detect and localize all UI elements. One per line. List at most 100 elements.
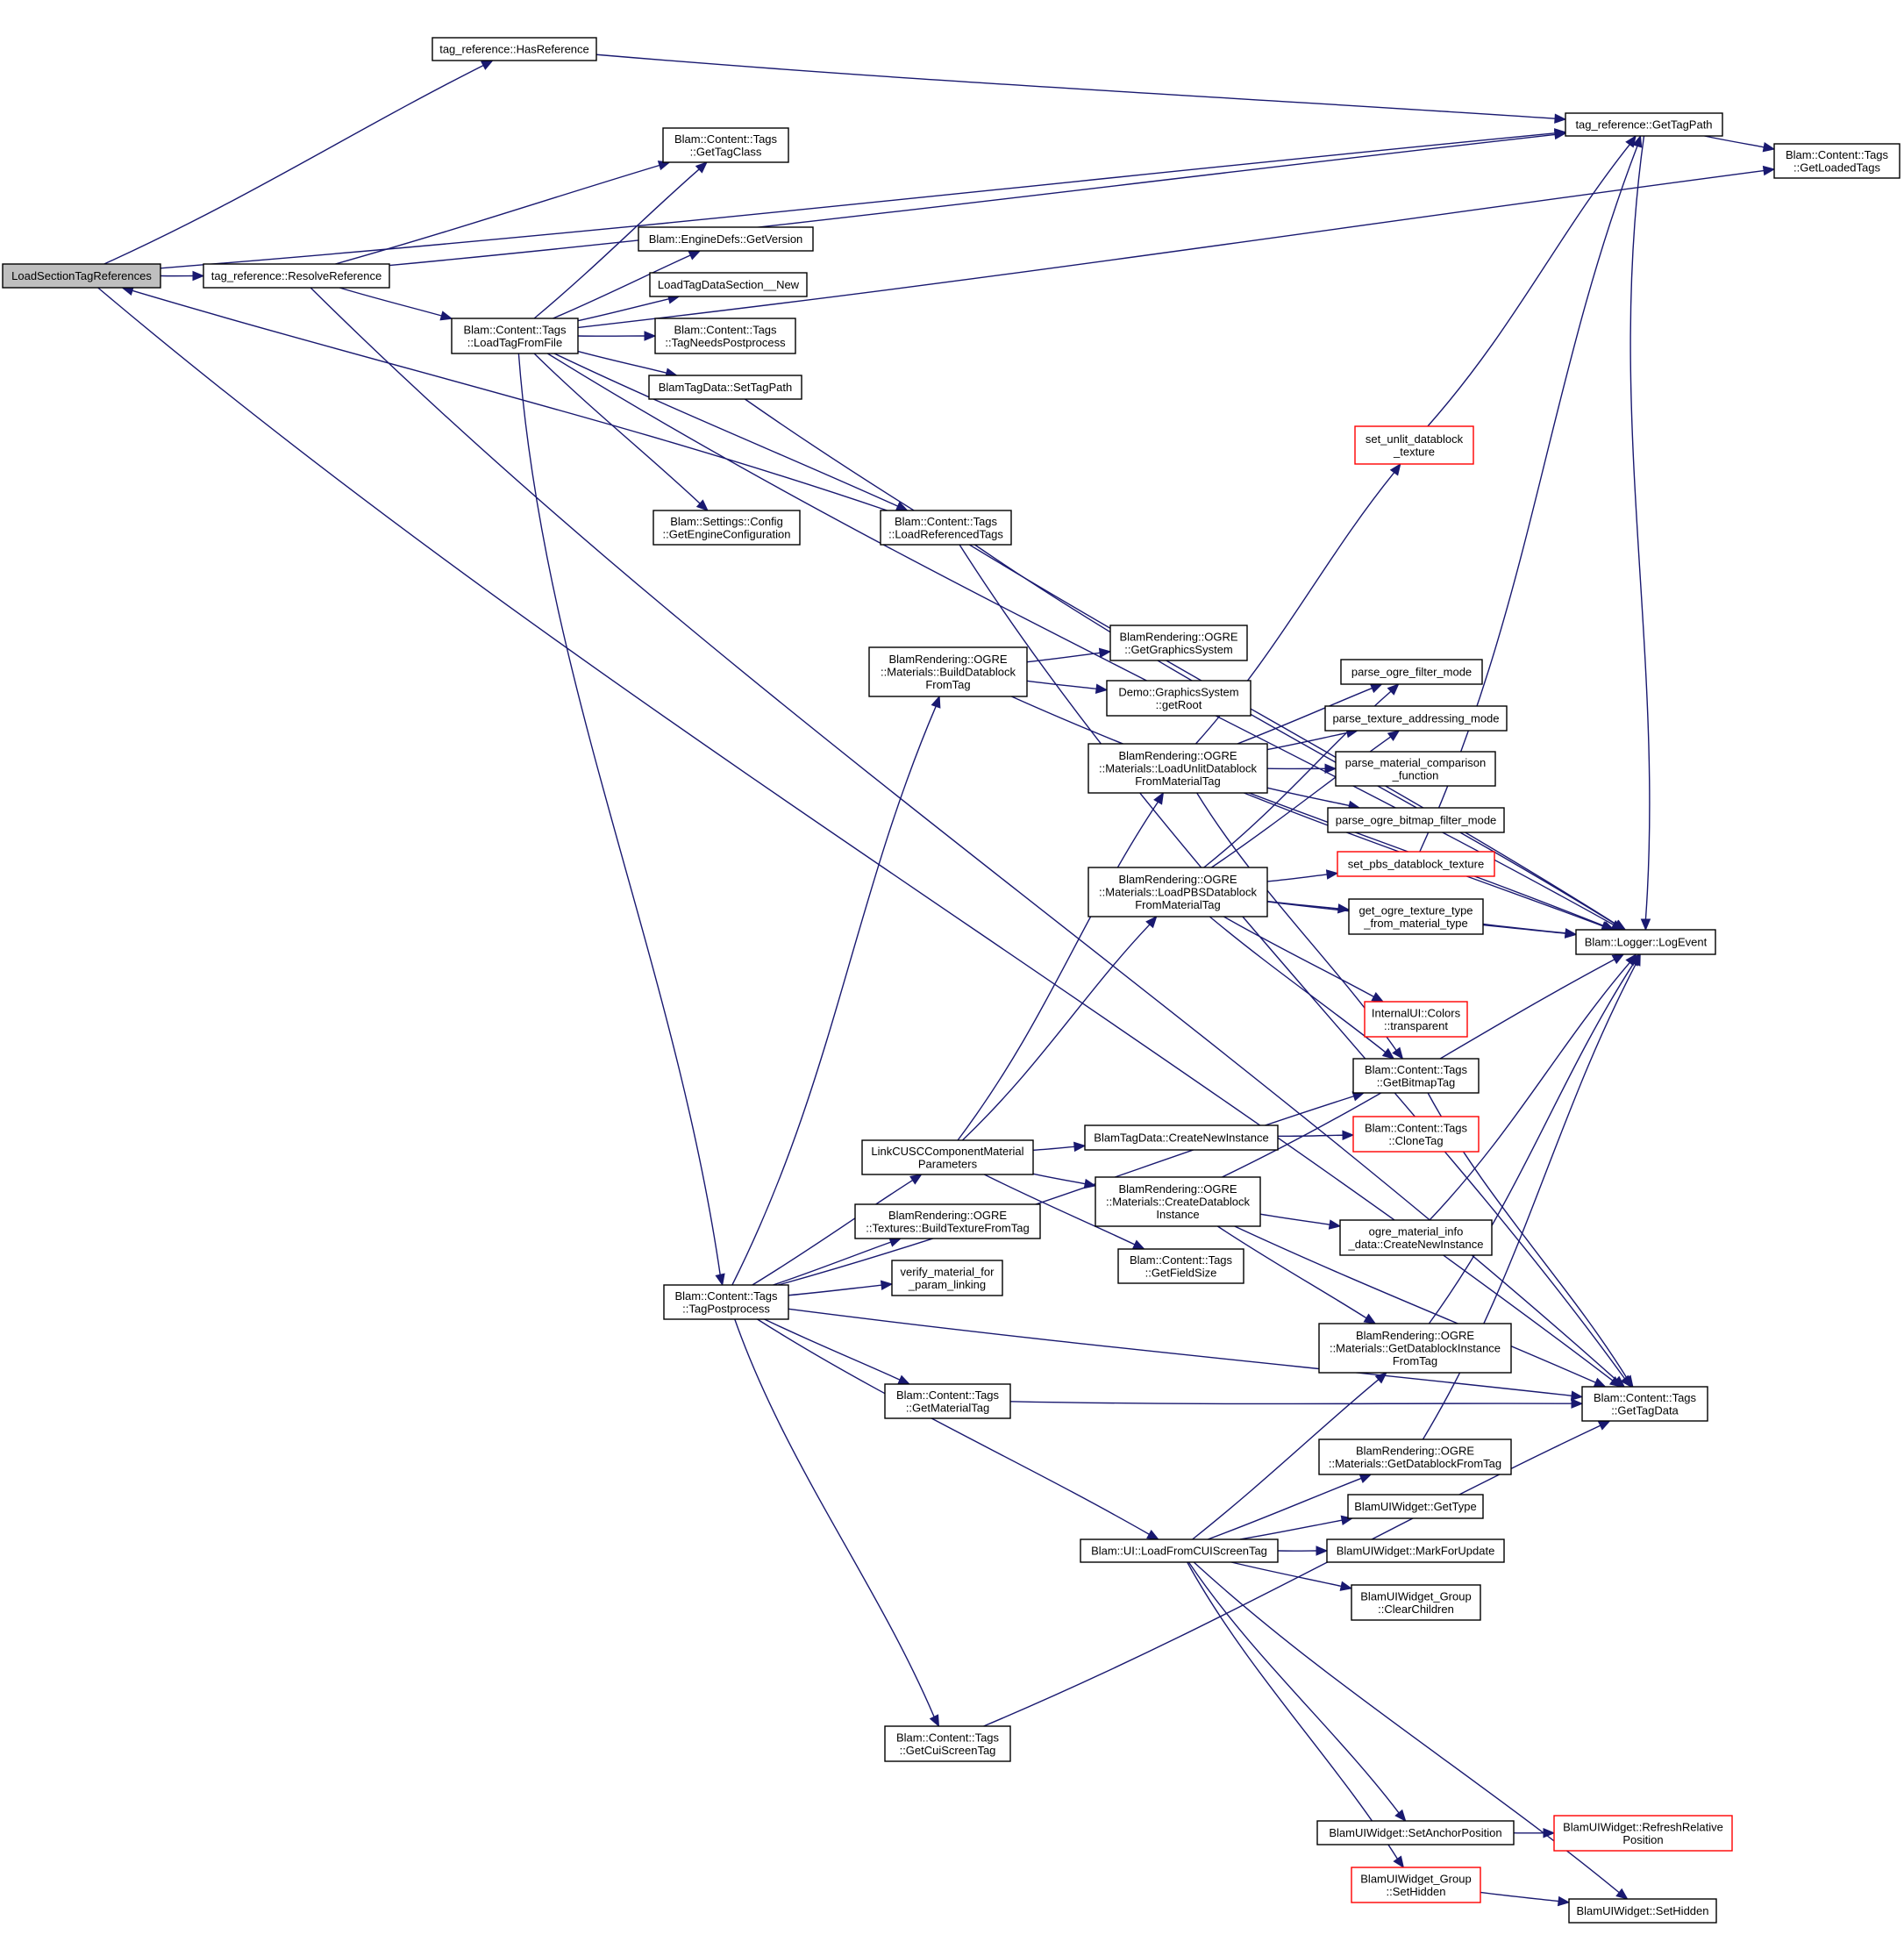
node-parsetexaddr[interactable]: parse_texture_addressing_mode bbox=[1324, 705, 1508, 732]
node-box bbox=[1347, 1494, 1484, 1519]
node-parsecomp[interactable]: parse_material_comparison_function bbox=[1335, 751, 1496, 787]
edge-line bbox=[1239, 1519, 1343, 1540]
node-label-line: BlamTagData::CreateNewInstance bbox=[1094, 1131, 1268, 1145]
node-loadtagfromfile[interactable]: Blam::Content::Tags::LoadTagFromFile bbox=[451, 318, 579, 354]
node-buildtexture[interactable]: BlamRendering::OGRE::Textures::BuildText… bbox=[854, 1203, 1041, 1239]
edge-line bbox=[577, 350, 667, 374]
node-getdbfromtag[interactable]: BlamRendering::OGRE::Materials::GetDatab… bbox=[1318, 1438, 1512, 1475]
edge-line bbox=[546, 353, 1615, 925]
node-box bbox=[663, 1284, 789, 1320]
node-box bbox=[1568, 1898, 1717, 1924]
node-setpbs[interactable]: set_pbs_datablock_texture bbox=[1337, 851, 1495, 877]
node-hasref[interactable]: tag_reference::HasReference bbox=[431, 37, 597, 61]
node-setunlit[interactable]: set_unlit_datablock_texture bbox=[1354, 425, 1474, 465]
node-box bbox=[2, 263, 161, 289]
node-getmaterialtag[interactable]: Blam::Content::Tags::GetMaterialTag bbox=[884, 1383, 1011, 1419]
edge-line bbox=[1230, 1561, 1342, 1588]
edge-line bbox=[1209, 916, 1387, 1053]
node-widgethidden[interactable]: BlamUIWidget::SetHidden bbox=[1568, 1898, 1717, 1924]
node-loadtagdatasection[interactable]: LoadTagDataSection__New bbox=[649, 272, 808, 297]
call-edge-createnewinstance-to-clonetag bbox=[1277, 1130, 1355, 1141]
node-label-line: LoadTagDataSection__New bbox=[658, 278, 800, 291]
node-getdbinstance[interactable]: BlamRendering::OGRE::Materials::GetDatab… bbox=[1318, 1323, 1512, 1374]
node-box bbox=[1351, 1584, 1481, 1621]
node-label-line: FromMaterialTag bbox=[1135, 775, 1221, 788]
node-ogrematinfo[interactable]: ogre_material_info_data::CreateNewInstan… bbox=[1339, 1219, 1493, 1256]
node-parsebitmapfilter[interactable]: parse_ogre_bitmap_filter_mode bbox=[1327, 807, 1505, 833]
node-label-line: Blam::Content::Tags bbox=[674, 132, 778, 146]
call-edge-linkcusc-to-createnewinstance bbox=[1032, 1141, 1087, 1153]
node-label-line: BlamRendering::OGRE bbox=[1118, 873, 1237, 886]
arrowhead-icon bbox=[1095, 683, 1109, 694]
node-getogretextype[interactable]: get_ogre_texture_type_from_material_type bbox=[1348, 898, 1484, 935]
node-builddatablock[interactable]: BlamRendering::OGRE::Materials::BuildDat… bbox=[868, 646, 1028, 697]
node-label-line: ::LoadReferencedTags bbox=[888, 527, 1003, 540]
node-gettype[interactable]: BlamUIWidget::GetType bbox=[1347, 1494, 1484, 1519]
node-gettagpath[interactable]: tag_reference::GetTagPath bbox=[1565, 112, 1723, 137]
node-gettagdata[interactable]: Blam::Content::Tags::GetTagData bbox=[1581, 1386, 1708, 1422]
node-tagpostprocess[interactable]: Blam::Content::Tags::TagPostprocess bbox=[663, 1284, 789, 1320]
node-box bbox=[1354, 425, 1474, 465]
arrowhead-icon bbox=[1762, 142, 1776, 153]
call-edge-createdatablock-to-getdbinstance bbox=[1216, 1225, 1377, 1324]
node-label-line: tag_reference::GetTagPath bbox=[1575, 118, 1712, 132]
call-edge-tagpostprocess-to-getmaterialtag bbox=[764, 1318, 911, 1385]
node-getversion[interactable]: Blam::EngineDefs::GetVersion bbox=[638, 226, 814, 252]
node-settagpath[interactable]: BlamTagData::SetTagPath bbox=[648, 375, 802, 400]
node-label-line: Blam::Content::Tags bbox=[896, 1388, 1000, 1402]
node-grouphidden[interactable]: BlamUIWidget_Group::SetHidden bbox=[1351, 1867, 1481, 1903]
node-getbitmaptag[interactable]: Blam::Content::Tags::GetBitmapTag bbox=[1352, 1058, 1480, 1094]
node-getroot[interactable]: Demo::GraphicsSystem::getRoot bbox=[1106, 680, 1252, 717]
node-label-line: Blam::Content::Tags bbox=[1594, 1391, 1697, 1404]
node-getgraphics[interactable]: BlamRendering::OGRE::GetGraphicsSystem bbox=[1109, 625, 1248, 661]
node-resolve[interactable]: tag_reference::ResolveReference bbox=[203, 263, 390, 289]
arrowhead-icon bbox=[1324, 763, 1337, 775]
node-getengineconfig[interactable]: Blam::Settings::Config::GetEngineConfigu… bbox=[652, 510, 801, 546]
node-getcuiscreentag[interactable]: Blam::Content::Tags::GetCuiScreenTag bbox=[884, 1725, 1011, 1762]
node-getloadedtags[interactable]: Blam::Content::Tags::GetLoadedTags bbox=[1773, 143, 1900, 179]
edge-line bbox=[1187, 1561, 1398, 1860]
node-clonetag[interactable]: Blam::Content::Tags::CloneTag bbox=[1352, 1116, 1480, 1153]
edge-line bbox=[959, 544, 1626, 1380]
node-loadpbs[interactable]: BlamRendering::OGRE::Materials::LoadPBSD… bbox=[1087, 867, 1268, 917]
node-createdatablock[interactable]: BlamRendering::OGRE::Materials::CreateDa… bbox=[1095, 1176, 1261, 1227]
call-edge-loadpbs-to-setpbs bbox=[1266, 869, 1339, 882]
node-logevent[interactable]: Blam::Logger::LogEvent bbox=[1575, 929, 1716, 955]
node-lstr[interactable]: LoadSectionTagReferences bbox=[2, 263, 161, 289]
arrowhead-icon bbox=[1381, 1047, 1395, 1060]
call-edge-loadtagfromfile-to-tagpostprocess bbox=[517, 353, 725, 1287]
node-loadunlit[interactable]: BlamRendering::OGRE::Materials::LoadUnli… bbox=[1087, 743, 1268, 794]
node-label-line: BlamUIWidget::MarkForUpdate bbox=[1337, 1545, 1495, 1558]
node-loadreferenced[interactable]: Blam::Content::Tags::LoadReferencedTags bbox=[880, 510, 1012, 546]
node-createnewinstance[interactable]: BlamTagData::CreateNewInstance bbox=[1084, 1124, 1279, 1151]
node-setanchor[interactable]: BlamUIWidget::SetAnchorPosition bbox=[1316, 1820, 1515, 1845]
node-markforupdate[interactable]: BlamUIWidget::MarkForUpdate bbox=[1326, 1538, 1505, 1563]
node-label-line: FromTag bbox=[1393, 1354, 1437, 1367]
edge-line bbox=[788, 1284, 882, 1296]
edge-line bbox=[1032, 1173, 1086, 1185]
node-box bbox=[638, 226, 814, 252]
node-box bbox=[654, 318, 796, 354]
node-transparent[interactable]: InternalUI::Colors::transparent bbox=[1364, 1001, 1468, 1038]
call-edge-tagpostprocess-to-verifymat bbox=[788, 1280, 894, 1296]
edge-line bbox=[553, 254, 691, 319]
node-clearchildren[interactable]: BlamUIWidget_Group::ClearChildren bbox=[1351, 1584, 1481, 1621]
arrowhead-icon bbox=[192, 270, 205, 282]
call-edge-loadfromcui-to-markforupdate bbox=[1277, 1546, 1329, 1556]
node-gettagclass[interactable]: Blam::Content::Tags::GetTagClass bbox=[662, 127, 789, 163]
arrowhead-icon bbox=[1374, 1372, 1387, 1384]
node-box bbox=[1337, 851, 1495, 877]
node-verifymat[interactable]: verify_material_for_param_linking bbox=[891, 1260, 1003, 1296]
node-label-line: ::GetEngineConfiguration bbox=[663, 527, 791, 540]
node-label-line: Blam::Content::Tags bbox=[896, 1731, 1000, 1744]
arrowhead-icon bbox=[1570, 1390, 1584, 1401]
node-parsefilter[interactable]: parse_ogre_filter_mode bbox=[1340, 659, 1483, 685]
node-getfieldsize[interactable]: Blam::Content::Tags::GetFieldSize bbox=[1117, 1248, 1244, 1284]
node-tagneedspost[interactable]: Blam::Content::Tags::TagNeedsPostprocess bbox=[654, 318, 796, 354]
call-edge-getmaterialtag-to-gettagdata bbox=[1009, 1398, 1584, 1409]
node-box bbox=[1324, 705, 1508, 732]
node-label-line: BlamRendering::OGRE bbox=[1118, 749, 1237, 762]
node-loadfromcui[interactable]: Blam::UI::LoadFromCUIScreenTag bbox=[1080, 1538, 1279, 1563]
